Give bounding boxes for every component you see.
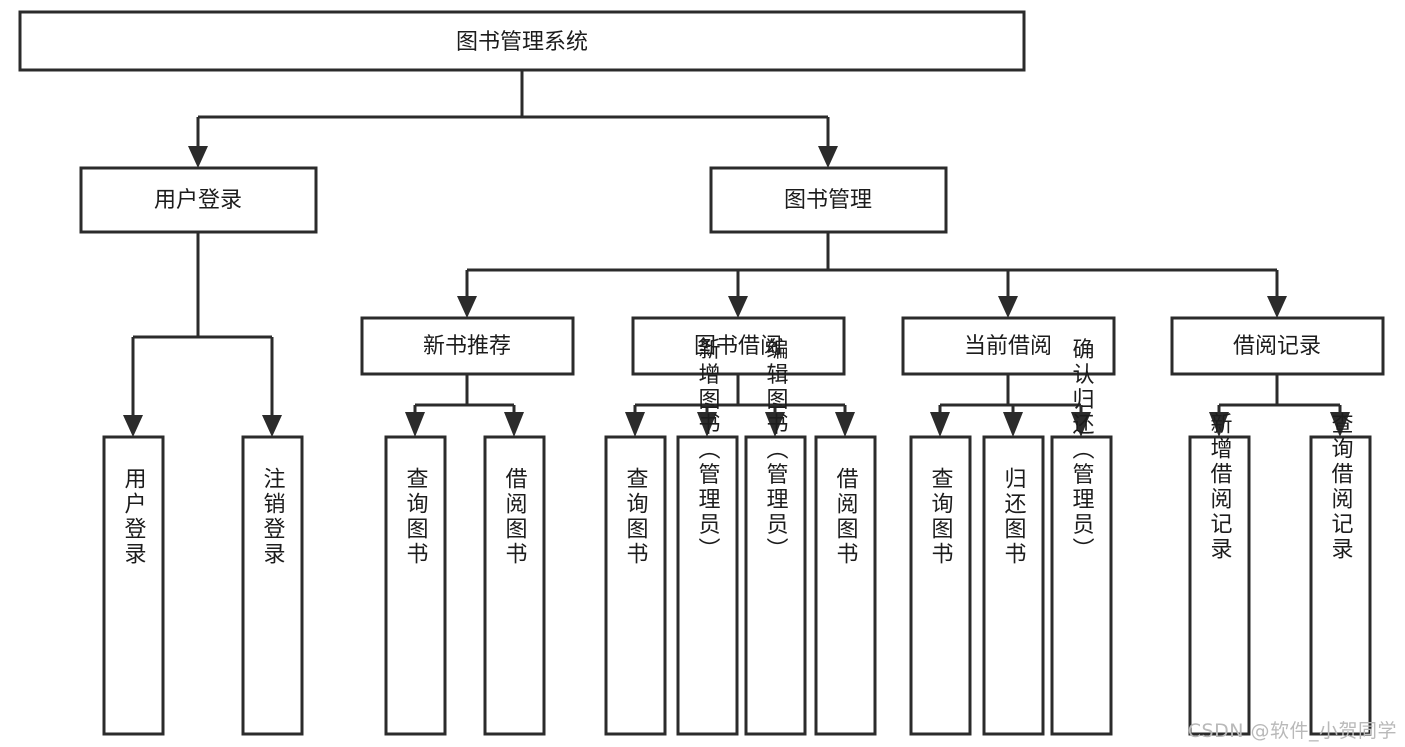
node-current-borrow[interactable]: 当前借阅 xyxy=(901,316,1116,376)
node-leaf-query-book-current-label: 查询图书 xyxy=(928,467,954,567)
node-book-borrow-label: 图书借阅 xyxy=(694,334,782,359)
node-leaf-logout-box[interactable] xyxy=(241,435,304,736)
arrowhead-login-to-a2 xyxy=(262,415,282,437)
node-leaf-edit-book-admin[interactable]: 编辑图书（管理员） xyxy=(744,338,807,736)
node-leaf-return-book-label: 归还图书 xyxy=(1001,467,1027,567)
nodes-layer: 图书管理系统 用户登录 图书管理 新书推荐 图书借阅 当前 xyxy=(18,10,1385,736)
connectors-layer xyxy=(123,70,1350,437)
node-book-management-box[interactable] xyxy=(709,166,948,234)
node-leaf-query-book-new-label: 查询图书 xyxy=(403,467,429,567)
node-user-login-box[interactable] xyxy=(79,166,318,234)
arrowhead-current-to-d3 xyxy=(1071,412,1091,437)
arrowhead-new-to-b2 xyxy=(504,412,524,437)
node-leaf-query-borrow-record-label: 查询借阅记录 xyxy=(1328,412,1354,562)
node-leaf-borrow-book-new[interactable]: 借阅图书 xyxy=(483,435,546,736)
node-new-book-recommend-box[interactable] xyxy=(360,316,575,376)
arrowhead-current-to-d2 xyxy=(1003,412,1023,437)
arrowhead-current-to-d1 xyxy=(930,412,950,437)
node-book-borrow-box[interactable] xyxy=(631,316,846,376)
node-leaf-user-login[interactable]: 用户登录 xyxy=(102,435,165,736)
node-leaf-return-book-box[interactable] xyxy=(982,435,1045,736)
node-book-management[interactable]: 图书管理 xyxy=(709,166,948,234)
node-leaf-borrow-book-label: 借阅图书 xyxy=(833,467,859,567)
node-leaf-add-borrow-record-box[interactable] xyxy=(1188,435,1251,736)
node-leaf-user-login-box[interactable] xyxy=(102,435,165,736)
node-leaf-query-book-current-box[interactable] xyxy=(909,435,972,736)
arrowhead-borrow-to-c4 xyxy=(835,412,855,437)
node-leaf-add-borrow-record[interactable]: 新增借阅记录 xyxy=(1188,412,1251,736)
node-leaf-edit-book-admin-box[interactable] xyxy=(744,435,807,736)
node-leaf-add-book-admin-box[interactable] xyxy=(676,435,739,736)
node-leaf-add-book-admin-label: 新增图书（管理员） xyxy=(695,338,721,563)
node-book-management-label: 图书管理 xyxy=(784,188,872,213)
node-leaf-add-borrow-record-label: 新增借阅记录 xyxy=(1207,412,1233,562)
node-borrow-record-label: 借阅记录 xyxy=(1233,334,1321,359)
node-new-book-recommend-label: 新书推荐 xyxy=(423,334,511,359)
arrowhead-bookmgmt-to-borrow xyxy=(728,296,748,318)
node-leaf-logout-label: 注销登录 xyxy=(260,467,286,567)
node-user-login-label: 用户登录 xyxy=(154,188,242,213)
node-leaf-query-borrow-record-box[interactable] xyxy=(1309,435,1372,736)
arrowhead-bookmgmt-to-current xyxy=(998,296,1018,318)
node-leaf-query-book-current[interactable]: 查询图书 xyxy=(909,435,972,736)
node-leaf-user-login-label: 用户登录 xyxy=(121,467,147,567)
node-leaf-query-book[interactable]: 查询图书 xyxy=(604,435,667,736)
node-leaf-query-book-new[interactable]: 查询图书 xyxy=(384,435,447,736)
node-leaf-borrow-book-box[interactable] xyxy=(814,435,877,736)
arrowhead-record-to-e2 xyxy=(1330,412,1350,437)
arrowhead-bookmgmt-to-record xyxy=(1267,296,1287,318)
node-borrow-record-box[interactable] xyxy=(1170,316,1385,376)
node-borrow-record[interactable]: 借阅记录 xyxy=(1170,316,1385,376)
node-book-borrow[interactable]: 图书借阅 xyxy=(631,316,846,376)
arrowhead-root-to-bookmgmt xyxy=(818,146,838,168)
node-leaf-query-book-box[interactable] xyxy=(604,435,667,736)
arrowhead-borrow-to-c2 xyxy=(697,412,717,437)
node-leaf-query-book-new-box[interactable] xyxy=(384,435,447,736)
node-leaf-confirm-return-admin-box[interactable] xyxy=(1050,435,1113,736)
node-leaf-borrow-book-new-label: 借阅图书 xyxy=(502,467,528,567)
arrowhead-borrow-to-c3 xyxy=(765,412,785,437)
node-leaf-borrow-book-new-box[interactable] xyxy=(483,435,546,736)
node-new-book-recommend[interactable]: 新书推荐 xyxy=(360,316,575,376)
node-leaf-query-borrow-record[interactable]: 查询借阅记录 xyxy=(1309,412,1372,736)
node-leaf-confirm-return-admin-label: 确认归还（管理员） xyxy=(1069,338,1095,563)
node-root[interactable]: 图书管理系统 xyxy=(18,10,1026,72)
node-leaf-query-book-label: 查询图书 xyxy=(623,467,649,567)
arrowhead-new-to-b1 xyxy=(405,412,425,437)
node-leaf-edit-book-admin-label: 编辑图书（管理员） xyxy=(763,338,789,563)
arrowhead-login-to-a1 xyxy=(123,415,143,437)
node-current-borrow-box[interactable] xyxy=(901,316,1116,376)
node-leaf-borrow-book[interactable]: 借阅图书 xyxy=(814,435,877,736)
arrowhead-record-to-e1 xyxy=(1209,412,1229,437)
node-root-label: 图书管理系统 xyxy=(456,30,588,55)
node-leaf-return-book[interactable]: 归还图书 xyxy=(982,435,1045,736)
node-leaf-add-book-admin[interactable]: 新增图书（管理员） xyxy=(676,338,739,736)
node-root-box[interactable] xyxy=(18,10,1026,72)
node-current-borrow-label: 当前借阅 xyxy=(964,334,1052,359)
arrowhead-borrow-to-c1 xyxy=(625,412,645,437)
arrowhead-bookmgmt-to-new xyxy=(457,296,477,318)
node-user-login[interactable]: 用户登录 xyxy=(79,166,318,234)
node-leaf-logout[interactable]: 注销登录 xyxy=(241,435,304,736)
node-leaf-confirm-return-admin[interactable]: 确认归还（管理员） xyxy=(1050,338,1113,736)
arrowhead-root-to-login xyxy=(188,146,208,168)
